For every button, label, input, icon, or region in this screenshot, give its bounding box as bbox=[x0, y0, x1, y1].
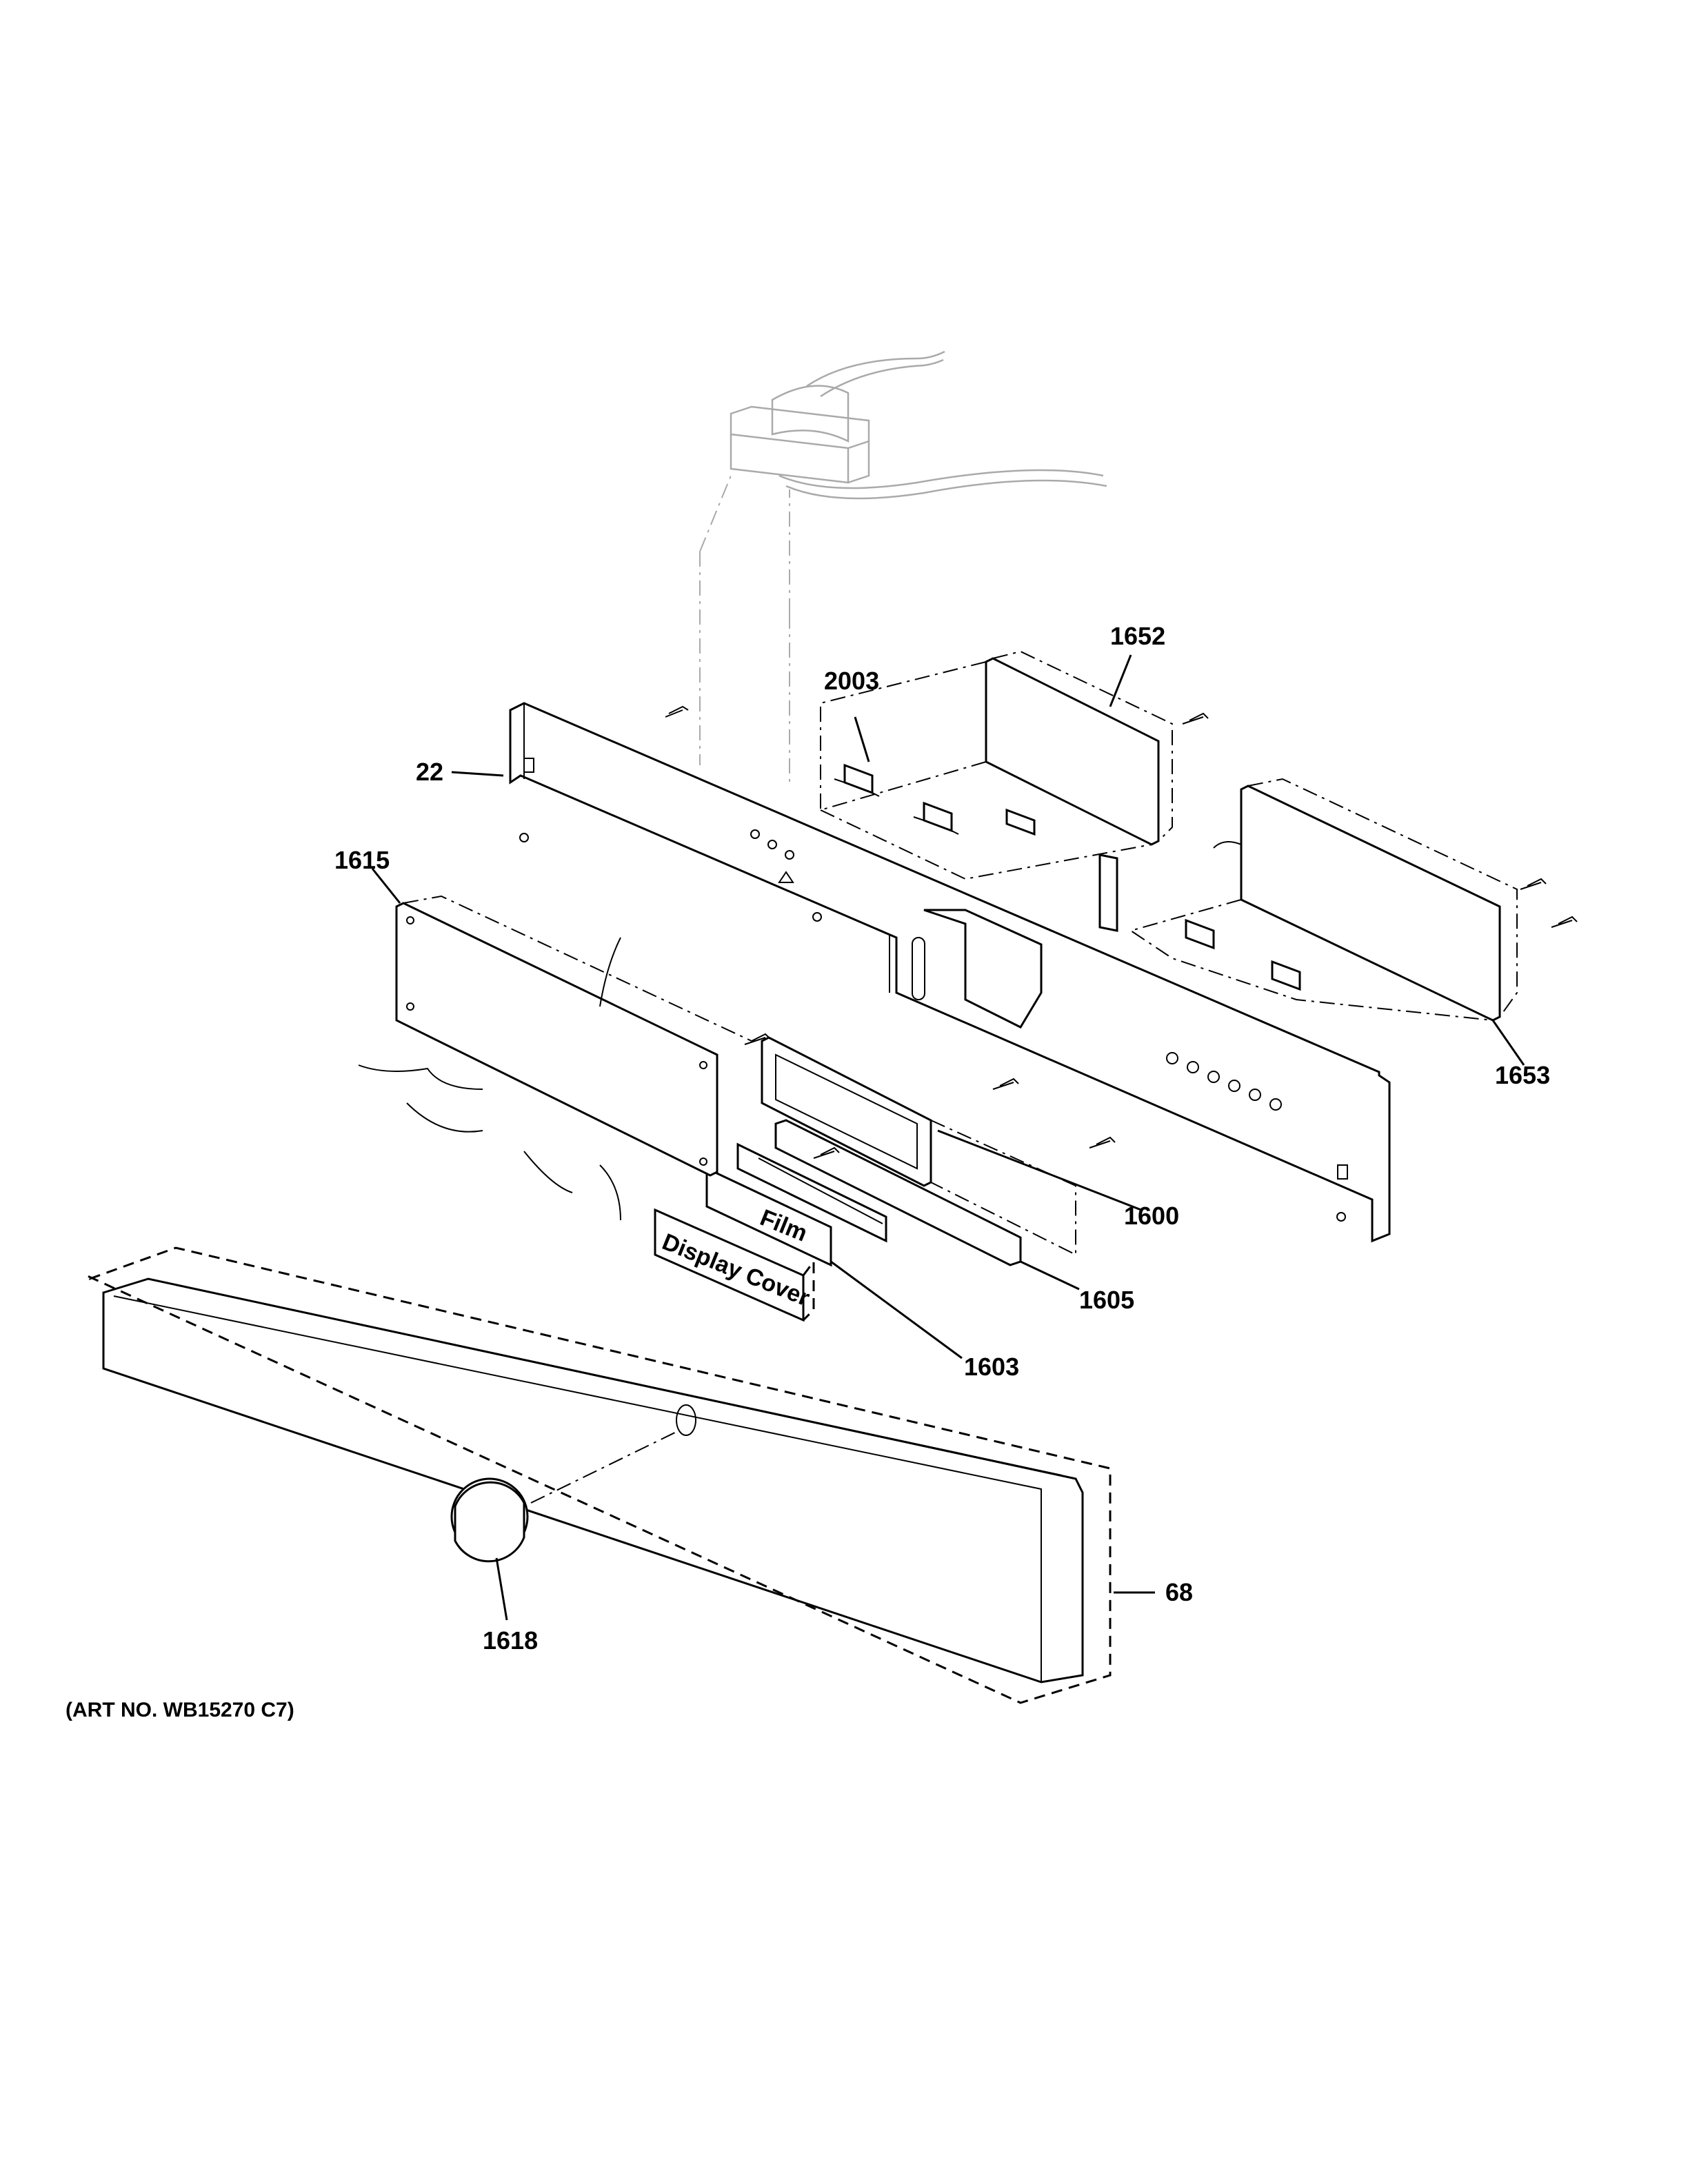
connector-2003-b bbox=[913, 801, 959, 835]
display-board-1600 bbox=[761, 1036, 1076, 1256]
back-panel-1615 bbox=[358, 895, 752, 1221]
callout-1605: 1605 bbox=[1079, 1286, 1134, 1314]
control-bracket-22 bbox=[509, 702, 1391, 1243]
callout-1618: 1618 bbox=[483, 1626, 538, 1655]
callout-1653: 1653 bbox=[1495, 1061, 1550, 1089]
callout-1615: 1615 bbox=[334, 846, 390, 874]
keypad-board-1605 bbox=[736, 1119, 1022, 1266]
screws bbox=[665, 705, 1578, 1159]
callout-1600: 1600 bbox=[1124, 1202, 1179, 1230]
callout-1603: 1603 bbox=[964, 1353, 1019, 1381]
callout-22: 22 bbox=[416, 758, 443, 786]
callout-68: 68 bbox=[1165, 1578, 1193, 1606]
transformer-ghost bbox=[699, 350, 1107, 786]
knob-1618 bbox=[450, 1404, 696, 1563]
control-board-1652 bbox=[820, 650, 1173, 880]
art-number: (ART NO. WB15270 C7) bbox=[66, 1699, 294, 1721]
connector-2003-a bbox=[834, 763, 880, 797]
leader-lines bbox=[371, 654, 1525, 1621]
callouts: 1652 2003 22 1615 1653 1600 1605 1603 68… bbox=[334, 622, 1550, 1655]
callout-2003: 2003 bbox=[824, 667, 879, 695]
callout-1652: 1652 bbox=[1110, 622, 1165, 650]
control-board-1653 bbox=[1098, 778, 1518, 1022]
front-console-68 bbox=[85, 1246, 1112, 1704]
